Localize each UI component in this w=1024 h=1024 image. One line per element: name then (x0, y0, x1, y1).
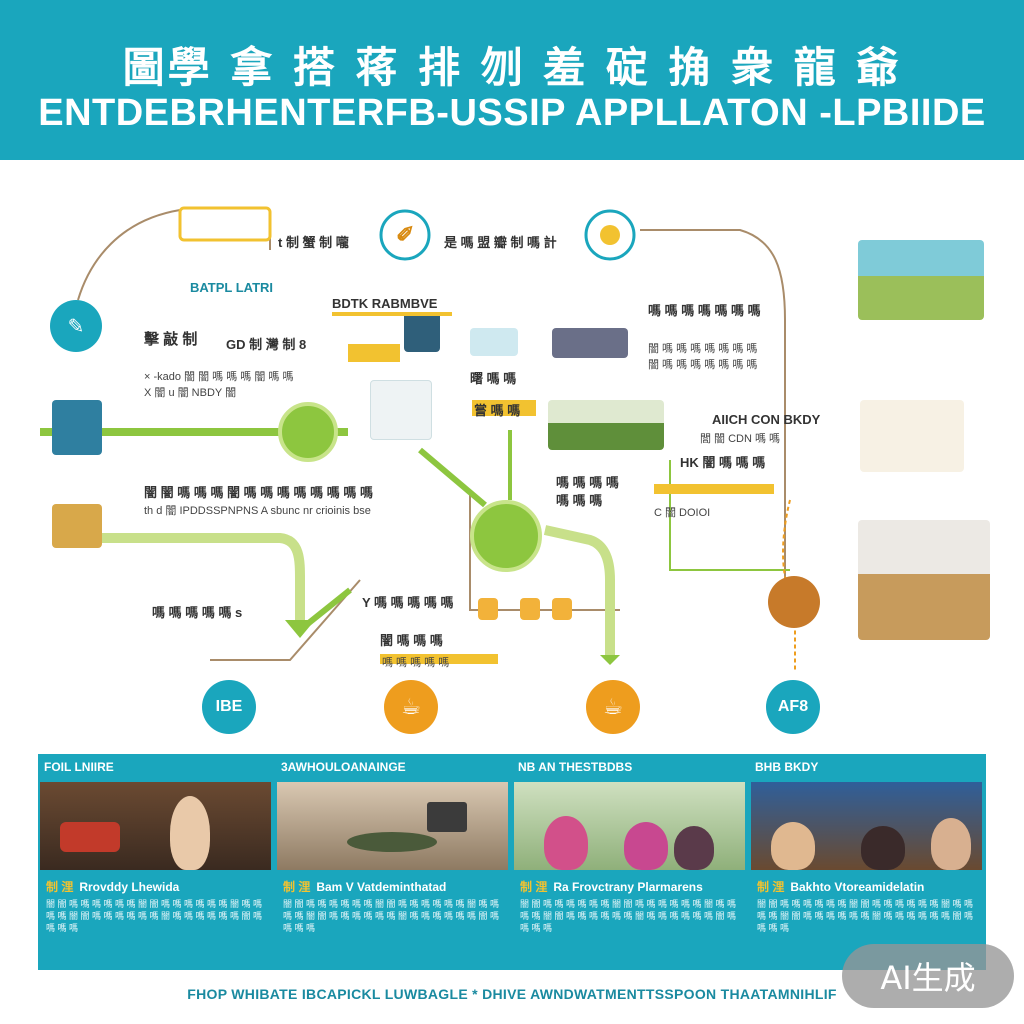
header-banner: 圖學 拿 搭 蒋 排 刎 羞 碇 捔 衆 龍 爺 ENTDEBRHENTERFB… (0, 0, 1024, 160)
cup-icon: ☕ (384, 680, 438, 734)
screen-thumbnail (404, 312, 440, 352)
circle-icon-1: IBE (202, 680, 256, 734)
book-thumbnail (52, 400, 102, 455)
label-mid-low-2: 嗎 嗎 嗎 (556, 493, 603, 508)
label-left-line-1: × -kado 闇 闇 嗎 嗎 嗎 闇 嗎 嗎 (144, 371, 294, 383)
card-heading: FOIL LNIIRE (44, 760, 114, 774)
right-yellow-bar (654, 484, 774, 494)
label-right-line-5: HK 闇 嗎 嗎 嗎 (680, 455, 766, 470)
label-right-line-4: 閭 闇 CDN 嗎 嗎 (700, 433, 781, 445)
label-section-left: BATPL LATRI (190, 280, 274, 295)
footer-caption: FHOP WHIBATE IBCAPICKL LUWBAGLE * DHIVE … (187, 986, 837, 1002)
label-mid-box: 曙 嗎 嗎 (470, 371, 517, 386)
dish-thumbnail (768, 576, 820, 628)
card-body: 闇 闇 嗎 嗎 嗎 嗎 嗎 嗎 闇 闇 嗎 嗎 嗎 嗎 嗎 嗎 闇 嗎 嗎 嗎 … (757, 899, 974, 933)
label-wide-line: 闇 闇 嗎 嗎 嗎 闇 嗎 嗎 嗎 嗎 嗎 嗎 嗎 嗎 (144, 485, 373, 500)
circle-icon-4: AF8 (766, 680, 820, 734)
label-right-line-3: AIICH CON BKDY (712, 412, 821, 427)
title-cjk: 圖學 拿 搭 蒋 排 刎 羞 碇 捔 衆 龍 爺 (122, 43, 902, 92)
card-body: 闇 闇 嗎 嗎 嗎 嗎 嗎 嗎 闇 闇 嗎 嗎 嗎 嗎 嗎 嗎 闇 嗎 嗎 嗎 … (520, 899, 737, 933)
label-section-mid: BDTK RABMBVE (332, 296, 438, 311)
label-left-block-2: GD 制 灣 制 8 (226, 337, 307, 352)
flow-diagram: ✎ ✐ t 制 蟹 制 嚨 是 嗎 盟 瓣 制 嗎 計 BATPL LATRI … (0, 160, 1024, 750)
card-photo (277, 782, 508, 870)
mid-yellow-strip (472, 400, 536, 416)
label-lower-mid-3: 嗎 嗎 嗎 嗎 嗎 (382, 657, 450, 669)
label-mid-low-3: C 闇 DOIOI (654, 507, 711, 519)
label-mid-low-1: 嗎 嗎 嗎 嗎 (556, 475, 619, 490)
card-body: 闇 闇 嗎 嗎 嗎 嗎 嗎 嗎 闇 闇 嗎 嗎 嗎 嗎 嗎 嗎 闇 嗎 嗎 嗎 … (283, 899, 500, 933)
label-left-block-1: 擊 敲 制 (144, 331, 198, 348)
node-center (470, 500, 542, 572)
section-underline (332, 312, 452, 316)
label-lower-mid-2: 闇 嗎 嗎 嗎 (380, 633, 443, 648)
card-photo (751, 782, 982, 870)
ui-thumbnail (470, 328, 518, 356)
label-left-line-2: X 闇 u 闇 NBDY 闇 (144, 387, 237, 399)
card-heading: NB AN THESTBDBS (518, 760, 633, 774)
ai-generated-badge: AI生成 (842, 944, 1014, 1008)
label-top-mid: 是 嗎 盟 瓣 制 嗎 計 (444, 235, 557, 250)
office-thumbnail (858, 520, 990, 640)
label-top-left: t 制 蟹 制 嚨 (278, 235, 349, 250)
food-thumbnail (52, 504, 102, 548)
card-photo (40, 782, 271, 870)
label-right-line-1: 闇 嗎 嗎 嗎 嗎 嗎 嗎 嗎 (648, 343, 758, 355)
forest-thumbnail (548, 400, 664, 450)
lower-yellow-bar (380, 654, 498, 664)
card-icon-1 (478, 598, 498, 620)
flow-connectors (40, 206, 796, 670)
room-thumbnail (860, 400, 964, 472)
label-right-line-2: 闇 嗎 嗎 嗎 嗎 嗎 嗎 嗎 (648, 359, 758, 371)
card-icon-3 (552, 598, 572, 620)
label-wide-line-2: th d 闇 IPDDSSPNPNS A sbunc nr crioinis b… (144, 505, 371, 517)
card-photo (514, 782, 745, 870)
node-left (278, 402, 338, 462)
card-icon-2 (520, 598, 540, 620)
label-mid-strip: 嘗 嗎 嗎 (474, 403, 521, 418)
scene-thumbnail (552, 328, 628, 358)
title-english: ENTDEBRHENTERFB-USSIP APPLLATON -LPBIIDE (38, 92, 986, 134)
card-heading: BHB BKDY (755, 760, 819, 774)
mid-yellow-box (348, 344, 400, 362)
card-body: 闇 闇 嗎 嗎 嗎 嗎 嗎 嗎 闇 闇 嗎 嗎 嗎 嗎 嗎 嗎 闇 嗎 嗎 嗎 … (46, 899, 263, 933)
label-lower-left: 嗎 嗎 嗎 嗎 嗎 s (152, 605, 243, 620)
pencil-icon: ✐ (396, 222, 415, 247)
label-lower-mid-1: Y 嗎 嗎 嗎 嗎 嗎 (362, 595, 454, 610)
device-thumbnail (370, 380, 432, 440)
link-icon: ✎ (50, 300, 102, 352)
coffee-icon: ☕ (586, 680, 640, 734)
label-right-head: 嗎 嗎 嗎 嗎 嗎 嗎 嗎 (648, 303, 761, 318)
card-heading: 3AWHOULOANAINGE (281, 760, 406, 774)
landscape-thumbnail (858, 240, 984, 320)
